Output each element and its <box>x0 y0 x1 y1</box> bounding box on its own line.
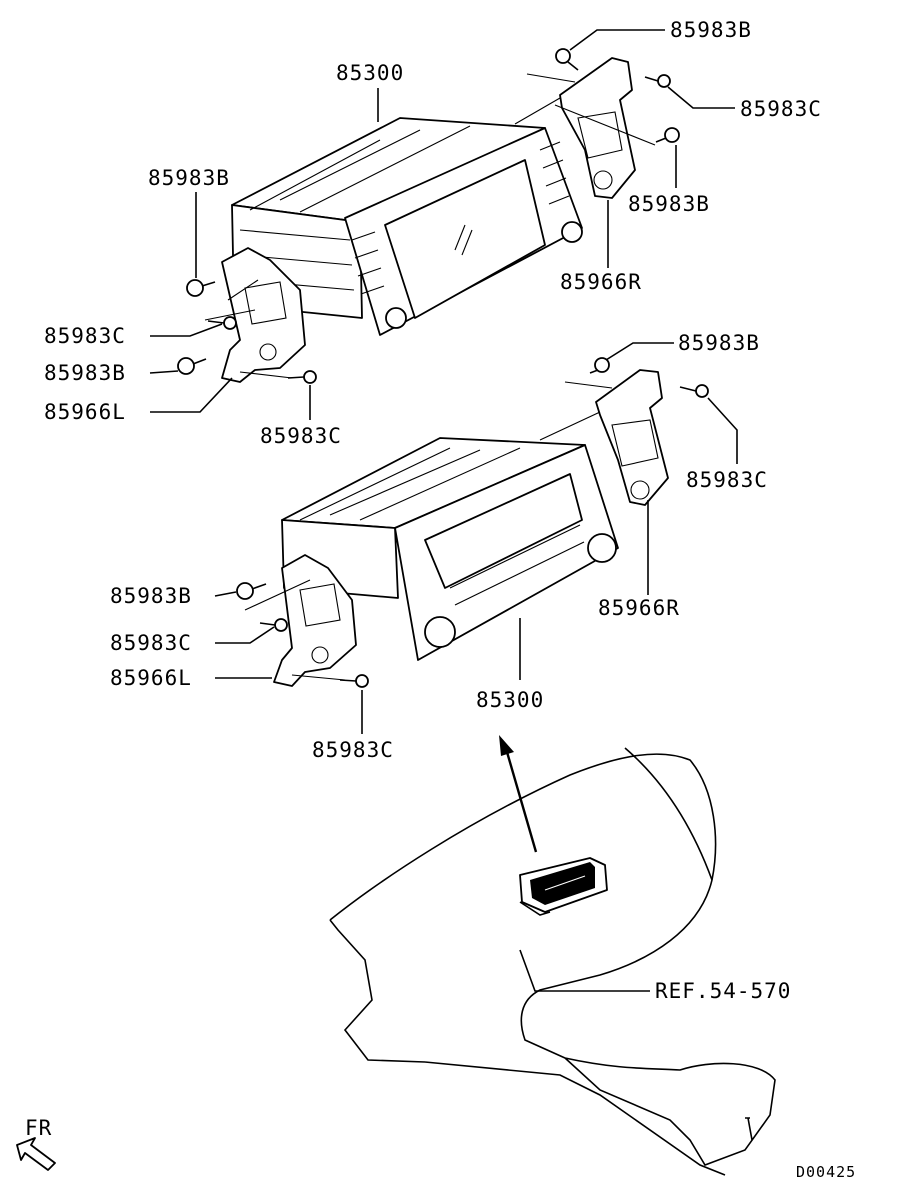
screw-icon <box>339 674 369 688</box>
label-top-radio: 85300 <box>336 61 404 85</box>
screw-icon <box>236 582 267 600</box>
middle-right-bracket <box>595 369 669 506</box>
label-tr-bracket-r: 85966R <box>560 270 642 294</box>
screw-icon <box>259 618 288 632</box>
part-labels: 85300 85983B 85983C 85983B 85966R 85983B… <box>25 18 856 1181</box>
label-tr-screw-b-mid: 85983B <box>628 192 710 216</box>
install-direction-arrow <box>499 735 538 853</box>
diagram-code: D00425 <box>796 1163 856 1181</box>
dashboard-outline <box>329 747 776 1176</box>
label-ref: REF.54-570 <box>655 979 791 1003</box>
label-ml-screw-c-bottom: 85983C <box>312 738 394 762</box>
screw-icon <box>679 384 709 398</box>
label-bottom-radio: 85300 <box>476 688 544 712</box>
screw-icon <box>589 357 610 374</box>
label-ml-screw-c: 85983C <box>110 631 192 655</box>
screw-icon <box>207 316 237 330</box>
screw-icon <box>287 370 317 384</box>
label-tl-bracket-l: 85966L <box>44 400 126 424</box>
screws <box>177 48 709 688</box>
installed-radio-icon <box>519 857 608 916</box>
top-radio-unit <box>231 117 583 336</box>
label-mr-screw-c: 85983C <box>686 468 768 492</box>
screw-icon <box>644 74 671 88</box>
label-tr-screw-c: 85983C <box>740 97 822 121</box>
label-tl-screw-c-bottom: 85983C <box>260 424 342 448</box>
label-ml-bracket-l: 85966L <box>110 666 192 690</box>
label-mr-screw-b: 85983B <box>678 331 760 355</box>
front-direction-arrow-icon <box>16 1137 56 1171</box>
label-fr: FR <box>25 1116 52 1140</box>
label-mr-bracket-r: 85966R <box>598 596 680 620</box>
label-tl-screw-b: 85983B <box>148 166 230 190</box>
top-left-bracket <box>221 247 306 383</box>
top-right-bracket <box>559 57 636 199</box>
label-ml-screw-b: 85983B <box>110 584 192 608</box>
label-tr-screw-b-top: 85983B <box>670 18 752 42</box>
screw-icon <box>186 279 216 297</box>
label-tl-screw-b2: 85983B <box>44 361 126 385</box>
label-tl-screw-c: 85983C <box>44 324 126 348</box>
screw-icon <box>655 127 680 143</box>
screw-icon <box>555 48 579 71</box>
alignment-lines <box>204 73 656 681</box>
leader-lines <box>149 29 738 992</box>
screw-icon <box>177 357 207 375</box>
